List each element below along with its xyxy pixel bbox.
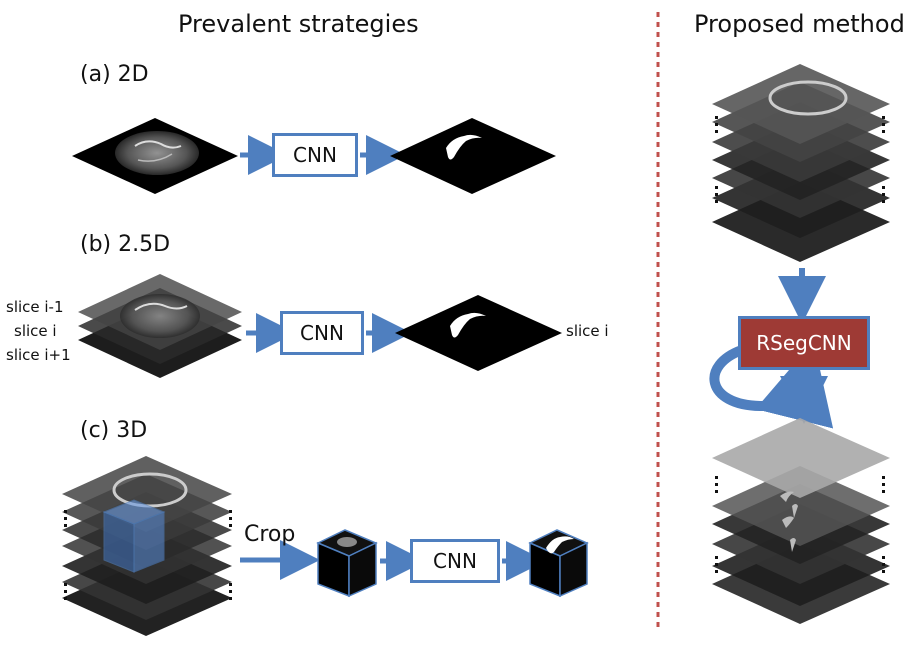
row-c-cropped-cube bbox=[316, 529, 378, 598]
row-b-label: (b) 2.5D bbox=[80, 232, 171, 257]
row-b-cnn-box: CNN bbox=[280, 311, 364, 355]
rsegcnn-box: RSegCNN bbox=[738, 316, 870, 370]
row-a-input-slice bbox=[72, 118, 238, 194]
proposed-output-stack bbox=[712, 418, 890, 624]
row-c-input-stack bbox=[62, 456, 232, 636]
slice-label-next: slice i+1 bbox=[6, 346, 71, 364]
row-a-output-slice bbox=[390, 118, 556, 194]
header-prevalent: Prevalent strategies bbox=[178, 10, 419, 38]
header-proposed: Proposed method bbox=[694, 10, 905, 38]
row-c-cnn-box: CNN bbox=[410, 539, 500, 583]
slice-label-current: slice i bbox=[14, 322, 57, 340]
row-c-output-cube bbox=[528, 529, 589, 598]
crop-label: Crop bbox=[244, 522, 296, 547]
row-a-cnn-box: CNN bbox=[272, 133, 358, 177]
row-b-output-label: slice i bbox=[566, 322, 609, 340]
row-b-input-stack bbox=[78, 274, 242, 378]
slice-label-prev: slice i-1 bbox=[6, 298, 64, 316]
row-b-output-slice bbox=[395, 295, 562, 371]
row-a-label: (a) 2D bbox=[80, 62, 149, 87]
row-c-label: (c) 3D bbox=[80, 418, 148, 443]
proposed-input-stack bbox=[712, 64, 890, 262]
